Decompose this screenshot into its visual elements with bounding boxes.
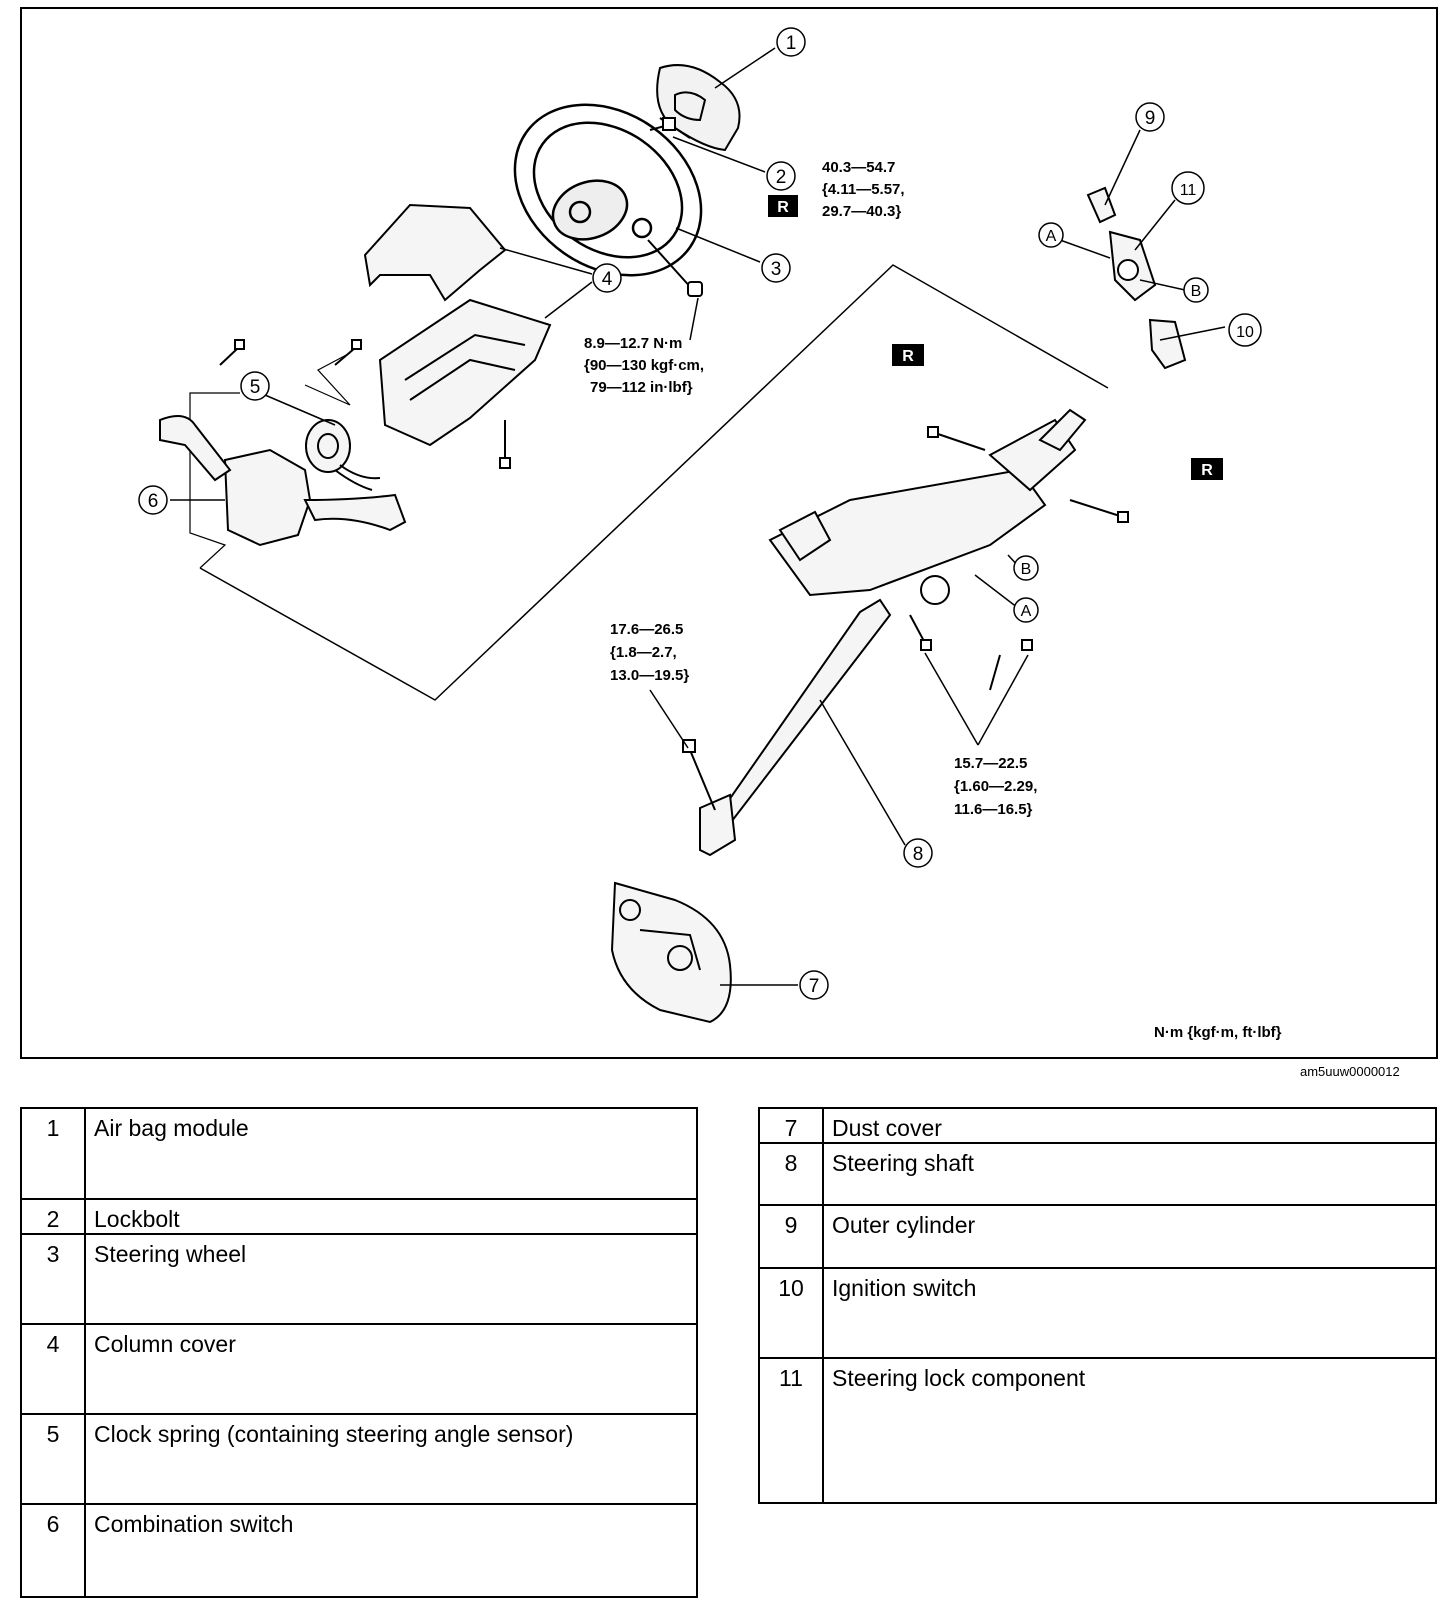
column-bolt-right — [1069, 499, 1129, 523]
table-row: 5 Clock spring (containing steering angl… — [20, 1413, 698, 1505]
svg-text:8: 8 — [913, 844, 924, 865]
parts-table-left: 1 Air bag module 2 Lockbolt 3 Steering w… — [20, 1107, 698, 1598]
unit-note: N·m {kgf·m, ft·lbf} — [1154, 1024, 1282, 1041]
callout-4: 4 — [592, 263, 622, 293]
table-row: 1 Air bag module — [20, 1107, 698, 1200]
part-name: Column cover — [84, 1323, 698, 1415]
replace-marker-2: R — [892, 344, 924, 366]
svg-text:10: 10 — [1236, 324, 1254, 341]
combination-switch — [159, 415, 407, 547]
callout-6: 6 — [138, 485, 168, 515]
svg-text:B: B — [1191, 283, 1202, 300]
part-number: 3 — [20, 1233, 86, 1325]
svg-text:2: 2 — [776, 167, 787, 188]
table-row: 10 Ignition switch — [758, 1267, 1437, 1359]
steering-wheel — [513, 103, 703, 277]
part-number: 1 — [20, 1107, 86, 1200]
part-number: 11 — [758, 1357, 824, 1504]
part-number: 10 — [758, 1267, 824, 1359]
replace-marker-3: R — [1191, 458, 1223, 480]
table-row: 3 Steering wheel — [20, 1233, 698, 1325]
part-number: 8 — [758, 1142, 824, 1206]
torque-column-cover-screw: 8.9—12.7 N·m {90—130 kgf·cm, 79—112 in·l… — [584, 335, 708, 396]
callout-2: 2 — [766, 161, 796, 191]
part-name: Steering wheel — [84, 1233, 698, 1325]
part-name: Dust cover — [822, 1107, 1437, 1144]
part-name: Steering lock component — [822, 1357, 1437, 1504]
table-row: 9 Outer cylinder — [758, 1204, 1437, 1269]
table-row: 6 Combination switch — [20, 1503, 698, 1598]
dust-cover — [610, 881, 732, 1024]
part-name: Combination switch — [84, 1503, 698, 1598]
callout-5: 5 — [240, 371, 270, 401]
replace-marker-1: R — [768, 195, 798, 217]
part-number: 6 — [20, 1503, 86, 1598]
part-name: Air bag module — [84, 1107, 698, 1200]
callout-11: 11 — [1171, 171, 1205, 205]
svg-text:7: 7 — [809, 976, 820, 997]
callout-a-upper: A — [1038, 222, 1064, 248]
clock-spring — [305, 419, 381, 491]
cover-screw — [499, 420, 511, 469]
callout-9: 9 — [1135, 102, 1165, 132]
column-bolt-top — [927, 426, 986, 451]
svg-text:9: 9 — [1145, 108, 1156, 129]
part-name: Outer cylinder — [822, 1204, 1437, 1269]
svg-text:A: A — [1046, 228, 1057, 245]
joint-bolt — [682, 739, 716, 811]
callout-b-upper: B — [1183, 277, 1209, 303]
part-number: 9 — [758, 1204, 824, 1269]
group-outline-wheel — [199, 264, 1109, 701]
svg-text:3: 3 — [771, 259, 782, 280]
svg-text:R: R — [1201, 462, 1213, 479]
callout-8: 8 — [903, 838, 933, 868]
torque-column-mount-bolts: 15.7—22.5 {1.60—2.29, 11.6—16.5} — [954, 755, 1042, 818]
callout-a-lower: A — [1013, 597, 1039, 623]
callout-3: 3 — [761, 253, 791, 283]
clock-spring-screw — [334, 339, 362, 366]
svg-text:4: 4 — [602, 269, 613, 290]
switch-screw — [219, 339, 245, 366]
column-cover — [363, 203, 552, 447]
steering-column — [699, 408, 1087, 857]
svg-text:11: 11 — [1180, 182, 1197, 199]
svg-text:5: 5 — [250, 377, 261, 398]
part-name: Lockbolt — [84, 1198, 698, 1235]
callout-b-lower: B — [1013, 555, 1039, 581]
svg-text:6: 6 — [148, 491, 159, 512]
callout-10: 10 — [1228, 313, 1262, 347]
table-row: 2 Lockbolt — [20, 1198, 698, 1235]
part-name: Clock spring (containing steering angle … — [84, 1413, 698, 1505]
wheel-screw — [647, 239, 703, 297]
part-name: Ignition switch — [822, 1267, 1437, 1359]
steering-lock-component — [1108, 230, 1157, 302]
table-row: 4 Column cover — [20, 1323, 698, 1415]
svg-text:1: 1 — [786, 33, 797, 54]
part-number: 2 — [20, 1198, 86, 1235]
part-number: 5 — [20, 1413, 86, 1505]
torque-lockbolt: 40.3—54.7 {4.11—5.57, 29.7—40.3} — [822, 159, 909, 220]
part-number: 4 — [20, 1323, 86, 1415]
table-row: 7 Dust cover — [758, 1107, 1437, 1144]
svg-text:R: R — [902, 348, 914, 365]
exploded-diagram: 1 2 3 4 5 6 7 8 9 10 11 A — [20, 7, 1438, 1059]
part-name: Steering shaft — [822, 1142, 1437, 1206]
svg-text:R: R — [777, 199, 789, 216]
outer-cylinder — [1086, 186, 1117, 224]
parts-table-right: 7 Dust cover 8 Steering shaft 9 Outer cy… — [758, 1107, 1437, 1504]
table-row: 11 Steering lock component — [758, 1357, 1437, 1504]
part-number: 7 — [758, 1107, 824, 1144]
leader-lines — [170, 47, 1226, 986]
ignition-switch — [1148, 318, 1187, 370]
svg-text:B: B — [1021, 561, 1032, 578]
svg-text:A: A — [1021, 603, 1032, 620]
group-outline-clock — [304, 352, 351, 406]
table-row: 8 Steering shaft — [758, 1142, 1437, 1206]
group-outline-switch — [189, 392, 240, 569]
column-bolt-bottom — [909, 614, 1033, 691]
callout-7: 7 — [799, 970, 829, 1000]
callout-1: 1 — [776, 27, 806, 57]
figure-code: am5uuw0000012 — [1300, 1064, 1400, 1079]
torque-shaft-joint-bolt: 17.6—26.5 {1.8—2.7, 13.0—19.5} — [610, 621, 689, 684]
